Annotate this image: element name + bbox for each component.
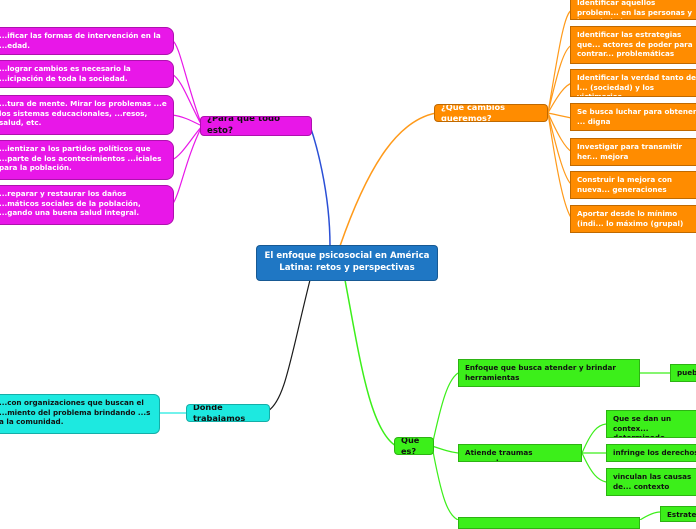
connector-cambios-1 (547, 9, 573, 114)
cambios-item-5[interactable]: Investigar para transmitir her... mejora (570, 138, 696, 166)
atiende-item-1[interactable]: Que se dan un contex... determinado (606, 410, 696, 438)
cambios-item-7[interactable]: Aportar desde lo mínimo (indi... lo máxi… (570, 205, 696, 233)
branch-para-que[interactable]: ¿Para qué todo esto? (200, 116, 312, 136)
atiende-item-3[interactable]: vinculan las causas de... contexto (606, 468, 696, 496)
atiende-item-2[interactable]: infringe los derechos ... (606, 444, 696, 462)
connector-para-que-4 (171, 125, 203, 161)
connector-para-que-3 (171, 114, 203, 127)
connector-que-es-atiende (431, 445, 459, 454)
connector-estrateg (639, 511, 661, 520)
connector-cambios-4 (547, 112, 573, 119)
cambios-item-6[interactable]: Construir la mejora con nueva... generac… (570, 171, 696, 199)
connector-que-es-estrateg (431, 445, 459, 520)
connector-que-es-enfoque (431, 372, 459, 447)
connector-center-donde (267, 279, 311, 412)
que-es-atiende-traumas[interactable]: Atiende traumas generados (458, 444, 582, 462)
para-que-item-4[interactable]: ...ientizar a los partidos políticos que… (0, 140, 174, 180)
branch-donde-trabajamos[interactable]: Donde trabajamos (186, 404, 270, 422)
branch-que-es[interactable]: Que es? (394, 437, 434, 455)
connector-para-que-5 (171, 125, 203, 206)
connector-cambios-2 (547, 44, 573, 114)
connector-center-para-que (309, 125, 331, 247)
branch-cambios[interactable]: ¿Qué cambios queremos? (434, 104, 548, 122)
connector-atiende-3 (581, 452, 607, 483)
que-es-third-item[interactable] (458, 517, 640, 529)
cambios-item-3[interactable]: Identificar la verdad tanto de l... (soc… (570, 69, 696, 97)
connector-center-cambios (339, 112, 437, 247)
para-que-item-5[interactable]: ...reparar y restaurar los daños ...máti… (0, 185, 174, 225)
para-que-item-1[interactable]: ...ificar las formas de intervención en … (0, 27, 174, 55)
cambios-item-1[interactable]: Identificar aquellos problem... en las p… (570, 0, 696, 20)
central-topic[interactable]: El enfoque psicosocial en América Latina… (256, 245, 438, 281)
connector-center-que-es (344, 279, 397, 447)
connector-atiende-1 (581, 423, 607, 454)
connector-para-que-2 (171, 73, 203, 127)
para-que-item-2[interactable]: ...lograr cambios es necesario la ...ici… (0, 60, 174, 88)
connector-cambios-7 (547, 112, 573, 220)
que-es-enfoque[interactable]: Enfoque que busca atender y brindar herr… (458, 359, 640, 387)
connector-para-que-1 (171, 39, 203, 127)
para-que-item-3[interactable]: ...tura de mente. Mirar los problemas ..… (0, 95, 174, 135)
cambios-item-2[interactable]: Identificar las estrategias que... actor… (570, 26, 696, 64)
que-es-pueblo[interactable]: puebl... (670, 364, 696, 382)
cambios-item-4[interactable]: Se busca luchar para obtener ... digna (570, 103, 696, 131)
donde-item-1[interactable]: ...con organizaciones que buscan el ...m… (0, 394, 160, 434)
